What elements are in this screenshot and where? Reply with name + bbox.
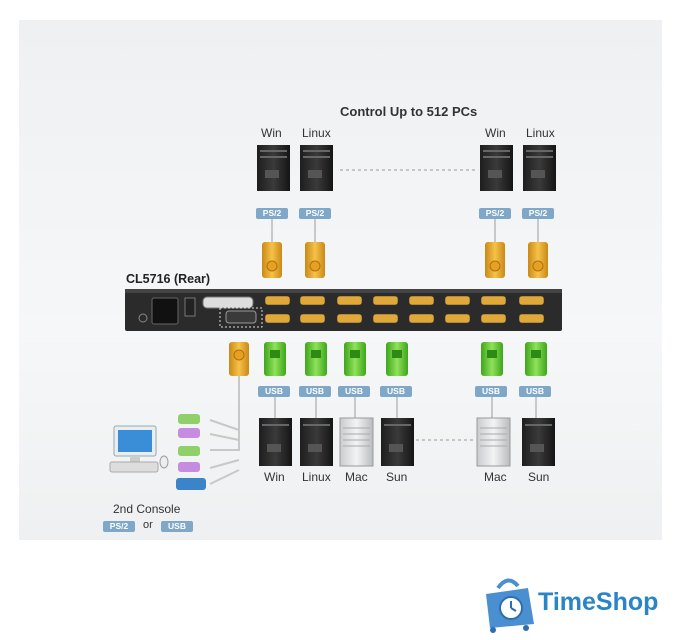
bottom-pc-6-label: Sun (528, 470, 550, 484)
bottom-pc-3-port-badge: USB (338, 386, 370, 397)
bottom-pc-5-tower (476, 417, 511, 467)
top-pc-2-tower (300, 145, 333, 191)
top-pc-3-label: Win (485, 126, 506, 140)
top-pc-1-label: Win (261, 126, 282, 140)
top-gold-connector-1 (262, 242, 282, 278)
bottom-pc-1-label: Win (264, 470, 285, 484)
diagram-title: Control Up to 512 PCs (340, 104, 478, 119)
top-pc-1-tower (257, 145, 290, 191)
bottom-pc-2-port-badge: USB (299, 386, 331, 397)
bottom-green-connector-3 (344, 342, 366, 376)
bottom-pc-1-port-badge: USB (258, 386, 290, 397)
bottom-pc-1-tower (259, 418, 292, 466)
console-or-text: or (143, 519, 153, 531)
top-pc-4-port-badge: PS/2 (522, 208, 554, 219)
bottom-pc-5-port-badge: USB (475, 386, 507, 397)
top-gold-connector-4 (528, 242, 548, 278)
console-monitor-icon (109, 425, 169, 473)
bottom-pc-2-label: Linux (302, 470, 331, 484)
top-pc-4-tower (523, 145, 556, 191)
bottom-pc-6-tower (522, 418, 555, 466)
top-pc-4-label: Linux (526, 126, 555, 140)
console-usb-badge: USB (161, 521, 193, 532)
top-pc-2-port-badge: PS/2 (299, 208, 331, 219)
top-gold-connector-3 (485, 242, 505, 278)
console-ps2-badge: PS/2 (103, 521, 135, 532)
bottom-pc-4-label: Sun (386, 470, 408, 484)
bottom-pc-3-tower (339, 417, 374, 467)
timeshop-logo-text: TimeShop (538, 588, 659, 616)
bottom-pc-6-port-badge: USB (519, 386, 551, 397)
device-title: CL5716 (Rear) (126, 272, 211, 286)
bottom-pc-2-tower (300, 418, 333, 466)
kvm-switch-rear-panel (125, 289, 562, 331)
bottom-green-connector-4 (386, 342, 408, 376)
top-pc-1-port-badge: PS/2 (256, 208, 288, 219)
bottom-pc-3-label: Mac (345, 470, 368, 484)
top-gold-connector-2 (305, 242, 325, 278)
console-label: 2nd Console (113, 502, 181, 516)
top-pc-3-tower (480, 145, 513, 191)
bottom-green-connector-1 (264, 342, 286, 376)
console-plugs-icon (176, 414, 206, 490)
bottom-green-connector-2 (305, 342, 327, 376)
bottom-pc-5-label: Mac (484, 470, 507, 484)
bottom-green-connector-5 (481, 342, 503, 376)
top-pc-3-port-badge: PS/2 (479, 208, 511, 219)
bottom-pc-4-tower (381, 418, 414, 466)
console-gold-connector (229, 342, 249, 376)
timeshop-logo-icon (486, 578, 534, 633)
bottom-green-connector-6 (525, 342, 547, 376)
bottom-pc-4-port-badge: USB (380, 386, 412, 397)
top-pc-2-label: Linux (302, 126, 331, 140)
